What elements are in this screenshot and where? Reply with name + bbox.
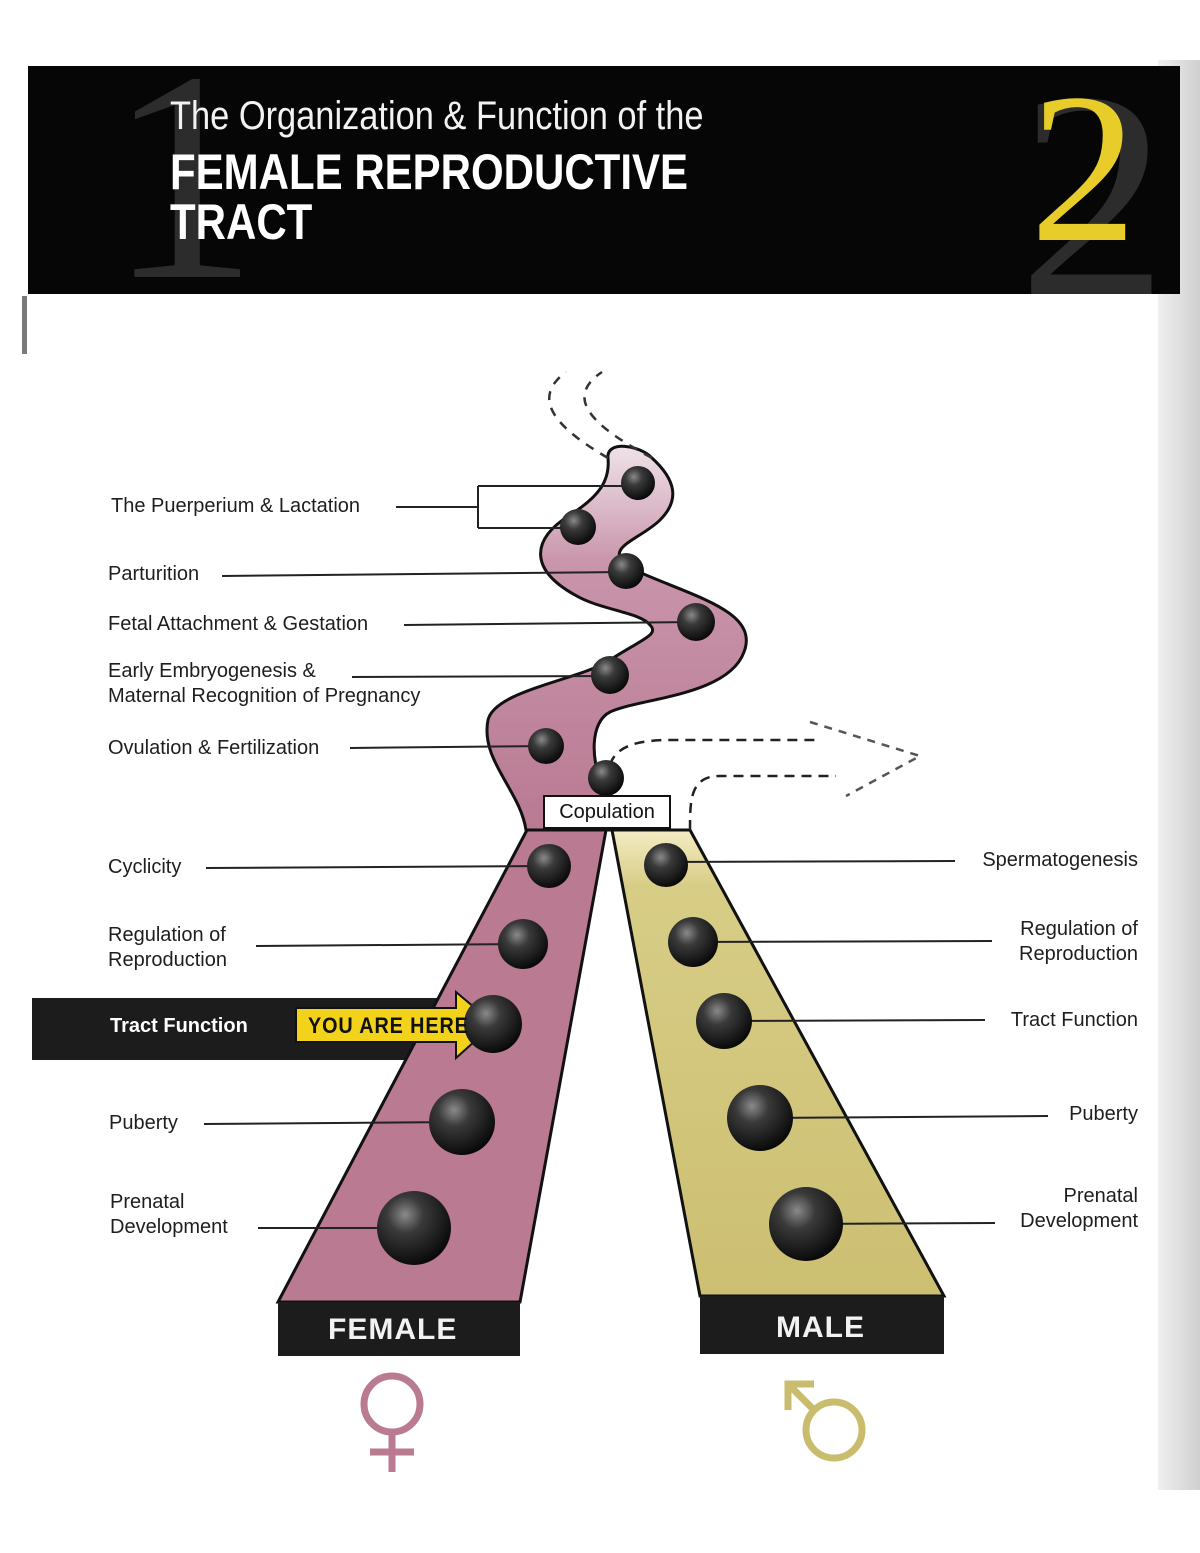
- chapter-subtitle: The Organization & Function of the: [170, 94, 704, 138]
- label-embryogenesis: Early Embryogenesis & Maternal Recogniti…: [108, 659, 420, 709]
- label-male-regulation: Regulation of Reproduction: [1019, 917, 1138, 967]
- label-female-prenatal-line1: Prenatal: [110, 1191, 185, 1213]
- cyclicity-marker: [527, 844, 571, 888]
- label-male-prenatal: Prenatal Development: [1020, 1184, 1138, 1234]
- gestation-marker: [677, 603, 715, 641]
- parturition-marker: [608, 553, 644, 589]
- label-female-regulation-line1: Regulation of: [108, 924, 226, 946]
- page-edge-shadow: [1158, 60, 1200, 1490]
- ovulation-marker: [528, 728, 564, 764]
- female-regulation-marker: [498, 919, 548, 969]
- label-male-tract-function: Tract Function: [1010, 1009, 1138, 1031]
- label-female-puberty: Puberty: [109, 1112, 178, 1134]
- male-tract-function-marker: [696, 993, 752, 1049]
- male-puberty-marker: [727, 1085, 793, 1151]
- male-exit-arrow: [608, 720, 924, 831]
- label-female-regulation: Regulation of Reproduction: [108, 923, 227, 973]
- leader-lines: [203, 485, 1049, 1229]
- spermatogenesis-marker: [644, 843, 688, 887]
- continuation-dashes: [547, 370, 653, 460]
- label-embryogenesis-line1: Early Embryogenesis &: [108, 660, 316, 682]
- label-cyclicity: Cyclicity: [108, 856, 182, 878]
- male-label: MALE: [776, 1311, 865, 1344]
- label-male-regulation-line1: Regulation of: [1020, 918, 1138, 940]
- female-stage-markers: [377, 466, 715, 1265]
- chapter-title: FEMALE REPRODUCTIVE TRACT: [170, 144, 689, 250]
- margin-mark: [22, 296, 27, 354]
- female-tract: [275, 828, 608, 1356]
- female-tract-function-marker: [464, 995, 522, 1053]
- label-male-prenatal-line1: Prenatal: [1063, 1185, 1139, 1207]
- label-female-prenatal-line2: Development: [110, 1216, 228, 1238]
- label-ovulation: Ovulation & Fertilization: [108, 737, 320, 759]
- you-are-here-label: YOU ARE HERE: [308, 1013, 469, 1038]
- label-female-tract-function: Tract Function: [110, 1015, 248, 1037]
- label-spermatogenesis: Spermatogenesis: [982, 849, 1138, 871]
- female-symbol-icon: [360, 1372, 424, 1472]
- male-regulation-marker: [668, 917, 718, 967]
- chapter-header: 1 2: [28, 66, 1180, 294]
- label-parturition: Parturition: [108, 563, 200, 585]
- copulation-label: Copulation: [543, 795, 671, 829]
- female-label: FEMALE: [328, 1313, 458, 1346]
- label-male-prenatal-line2: Development: [1020, 1210, 1138, 1232]
- puerperium-marker-upper: [621, 466, 655, 500]
- label-embryogenesis-line2: Maternal Recognition of Pregnancy: [108, 685, 421, 707]
- label-gestation: Fetal Attachment & Gestation: [108, 613, 369, 635]
- female-puberty-marker: [429, 1089, 495, 1155]
- label-female-regulation-line2: Reproduction: [108, 949, 227, 971]
- label-puerperium: The Puerperium & Lactation: [111, 495, 361, 517]
- ghost-digit-decoration: 1: [108, 66, 258, 294]
- male-stage-markers: [644, 843, 843, 1261]
- female-prenatal-marker: [377, 1191, 451, 1265]
- chapter-number: 2: [1030, 50, 1137, 287]
- puerperium-marker-lower: [560, 509, 596, 545]
- copulation-marker: [588, 760, 624, 796]
- label-female-prenatal: Prenatal Development: [110, 1190, 228, 1240]
- label-male-regulation-line2: Reproduction: [1019, 943, 1138, 965]
- male-symbol-icon: [784, 1380, 866, 1462]
- embryogenesis-marker: [591, 656, 629, 694]
- male-prenatal-marker: [769, 1187, 843, 1261]
- ghost-digit-decoration: 2: [1018, 66, 1168, 294]
- label-male-puberty: Puberty: [1069, 1103, 1138, 1125]
